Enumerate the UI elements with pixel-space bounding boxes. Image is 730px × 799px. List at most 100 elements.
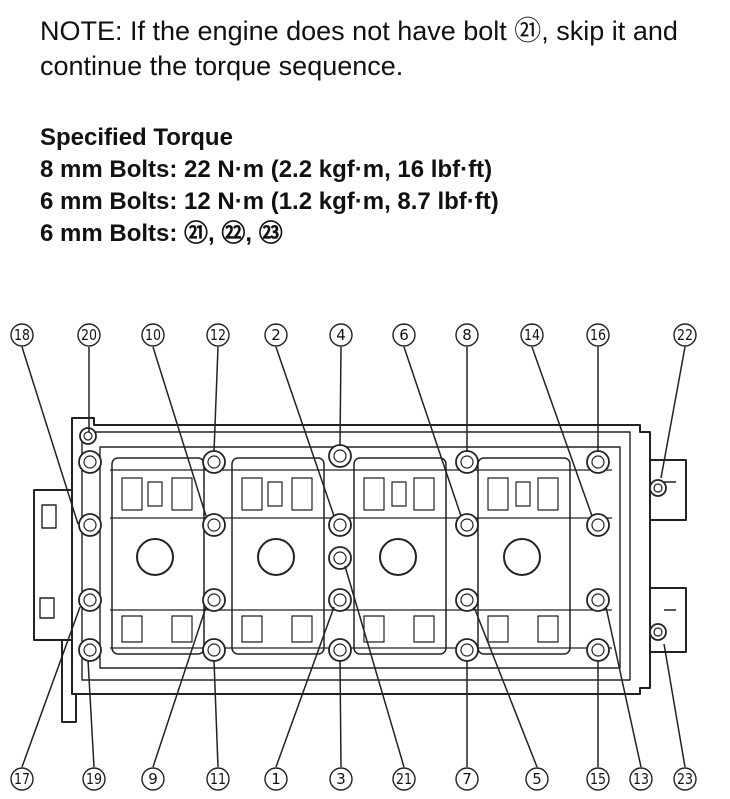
bolt-label-circle [264,767,288,791]
bolt-head-center [207,518,221,532]
leader-line [531,346,593,517]
leader-line [87,659,95,768]
leader-line [660,346,686,479]
bolt-label-11: 11 [210,770,226,788]
bolt-label-circle [82,767,106,791]
bolt-label-circle [77,323,101,347]
specified-torque-title: Specified Torque [40,124,233,151]
bolt-label-18: 18 [14,326,30,344]
bolt-head [202,588,226,612]
bolt-label-circle [10,323,34,347]
bolt-head-center [333,518,347,532]
bolt-label-circle [525,767,549,791]
bolt-head [202,450,226,474]
bolt-head [328,588,352,612]
bolt-label-circle [329,767,353,791]
bolt-label-9: 9 [148,770,158,788]
bolt-markers [78,427,667,662]
bolt-label-circle [10,767,34,791]
bolt-label-circle [264,323,288,347]
bolt-label-17: 17 [14,770,30,788]
bolt-label-circle [586,767,610,791]
bolt-head-center [591,455,605,469]
leader-line [213,659,219,768]
cylinder-head-outline [33,417,687,723]
leader-line [21,606,81,768]
bolt-head-center [83,431,93,441]
bolt-label-21: 21 [396,770,412,788]
bolt-head-center [460,643,474,657]
bolt-label-circle [455,323,479,347]
bolt-label-circle [141,323,165,347]
bolt-label-2: 2 [271,326,281,344]
leader-line [403,346,462,517]
leader-line [275,346,335,517]
torque-line-8mm: 8 mm Bolts: 22 N·m (2.2 kgf·m, 16 lbf·ft… [40,156,493,183]
bolt-head [455,513,479,537]
note-text: NOTE: If the engine does not have bolt ㉑… [40,16,678,81]
bolt-head [202,513,226,537]
bolt-label-circle [586,323,610,347]
bolt-label-20: 20 [81,326,97,344]
bolt-head [328,546,352,570]
bolt-head-center [207,455,221,469]
specified-torque-block: Specified Torque 8 mm Bolts: 22 N·m (2.2… [40,122,710,250]
bolt-head [78,450,102,474]
bolt-head-center [333,449,347,463]
bolt-head [649,623,667,641]
bolt-head [649,479,667,497]
bolt-head [455,588,479,612]
bolt-label-3: 3 [336,770,346,788]
bolt-label-16: 16 [590,326,606,344]
bolt-label-5: 5 [532,770,542,788]
bolt-head-center [333,551,347,565]
bolt-label-14: 14 [524,326,540,344]
bolt-head-center [653,627,663,637]
bolt-head-center [653,483,663,493]
bolt-head [78,513,102,537]
bolt-head [586,638,610,662]
bolt-label-1: 1 [271,770,281,788]
bolt-label-circle [141,767,165,791]
bolt-label-circle [392,767,416,791]
bolt-head [586,450,610,474]
bolt-head [78,638,102,662]
bolt-head [328,638,352,662]
leader-line [339,346,342,447]
bolt-head [202,638,226,662]
bolt-label-4: 4 [336,326,346,344]
leader-line [275,606,335,768]
bolt-label-15: 15 [590,770,606,788]
bolt-head [328,513,352,537]
bolt-label-circle [206,767,230,791]
bolt-label-circle [520,323,544,347]
bolt-label-19: 19 [86,770,102,788]
bolt-label-13: 13 [633,770,649,788]
bolt-head-center [207,643,221,657]
bolt-label-circle [329,323,353,347]
torque-line-6mm-bolts: 6 mm Bolts: ㉑, ㉒, ㉓ [40,220,283,247]
bolt-head [455,638,479,662]
leader-line [473,606,538,768]
bolt-head [328,444,352,468]
bolt-head-center [460,518,474,532]
bolt-head-center [333,643,347,657]
bolt-label-6: 6 [399,326,409,344]
bolt-head [455,450,479,474]
bolt-head-center [83,593,97,607]
bolt-label-10: 10 [145,326,161,344]
leader-line [663,643,686,768]
leader-line [339,659,342,768]
bolt-label-22: 22 [677,326,693,344]
bolt-label-23: 23 [677,770,693,788]
torque-line-6mm: 6 mm Bolts: 12 N·m (1.2 kgf·m, 8.7 lbf·f… [40,188,499,215]
bolt-head-center [207,593,221,607]
bolt-head-center [83,455,97,469]
bolt-head [78,588,102,612]
leader-line [344,565,405,768]
bolt-head-center [83,518,97,532]
bolt-label-circle [455,767,479,791]
bolt-label-circle [392,323,416,347]
